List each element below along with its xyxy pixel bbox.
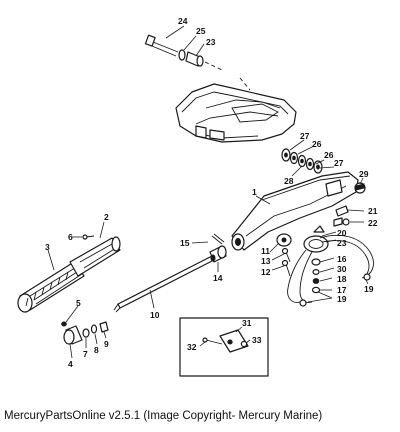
callout-19-a: 19 xyxy=(337,294,347,304)
bracket-11 xyxy=(276,233,292,247)
nut-9 xyxy=(99,321,109,333)
screw-6 xyxy=(82,234,95,240)
callout-2: 2 xyxy=(104,212,109,222)
callout-9: 9 xyxy=(104,339,109,349)
callout-27-b: 27 xyxy=(334,158,344,168)
bolt-12 xyxy=(281,259,291,277)
wiring-harness-19 xyxy=(287,234,374,307)
bracket-housing xyxy=(175,83,297,143)
callout-27-a: 27 xyxy=(300,131,310,141)
callout-14: 14 xyxy=(213,273,223,283)
nut-17 xyxy=(312,278,320,284)
spring-7 xyxy=(82,328,90,338)
callout-3: 3 xyxy=(45,242,50,252)
roll-pin-15 xyxy=(211,233,225,245)
screw-22 xyxy=(333,217,350,227)
screw-21 xyxy=(335,205,349,217)
inset-box xyxy=(179,317,269,377)
bushing-23-top xyxy=(185,51,204,67)
callout-8: 8 xyxy=(94,345,99,355)
gear-14 xyxy=(209,245,227,263)
callout-28: 28 xyxy=(284,176,294,186)
grip-sleeve-2 xyxy=(69,236,121,277)
callout-31: 31 xyxy=(242,318,252,328)
washer-25 xyxy=(178,49,186,61)
callout-33: 33 xyxy=(252,335,262,345)
tiller-handle-exploded-diagram: 24 25 23 27 26 26 27 28 29 1 21 22 2 6 3… xyxy=(17,16,378,377)
screw-29 xyxy=(354,182,366,194)
callout-1: 1 xyxy=(252,187,257,197)
washer-26-a xyxy=(289,151,299,165)
throttle-grip-3 xyxy=(17,261,85,313)
callout-4: 4 xyxy=(68,359,73,369)
washer-26-b xyxy=(305,157,315,171)
callout-25: 25 xyxy=(196,26,206,36)
callout-5: 5 xyxy=(76,298,81,308)
callout-10: 10 xyxy=(150,310,160,320)
callout-11: 11 xyxy=(261,246,270,256)
pin-5 xyxy=(61,321,67,327)
callout-23-switch: 23 xyxy=(337,238,347,248)
screw-13 xyxy=(281,247,291,263)
callout-24: 24 xyxy=(178,16,188,26)
washer-8 xyxy=(90,324,98,334)
washer-28 xyxy=(297,154,307,168)
callout-30: 30 xyxy=(337,264,347,274)
stop-switch-23 xyxy=(303,225,329,253)
callout-26-b: 26 xyxy=(324,150,334,160)
callout-16: 16 xyxy=(337,254,347,264)
callout-18: 18 xyxy=(337,274,347,284)
tiller-arm-1 xyxy=(231,171,359,251)
callout-22: 22 xyxy=(368,218,378,228)
copyright-caption: MercuryPartsOnline v2.5.1 (Image Copyrig… xyxy=(4,410,323,422)
callout-26-a: 26 xyxy=(312,139,322,149)
throttle-shaft-10 xyxy=(113,255,215,313)
callout-21: 21 xyxy=(368,206,378,216)
callout-29: 29 xyxy=(359,169,369,179)
callout-32: 32 xyxy=(187,342,197,352)
callout-12: 12 xyxy=(261,267,271,277)
cap-30 xyxy=(311,286,321,294)
cap-4 xyxy=(63,325,83,345)
callout-13: 13 xyxy=(261,256,271,266)
callout-23-top: 23 xyxy=(206,37,216,47)
callout-7: 7 xyxy=(83,349,88,359)
washer-27-a xyxy=(281,148,291,162)
callout-numbers: 24 25 23 27 26 26 27 28 29 1 21 22 2 6 3… xyxy=(45,16,378,369)
washer-18 xyxy=(312,269,320,276)
nut-16 xyxy=(311,258,321,266)
bolt-24 xyxy=(144,34,179,57)
callout-15: 15 xyxy=(180,238,190,248)
callout-20: 20 xyxy=(337,228,347,238)
callout-17: 17 xyxy=(337,285,347,295)
leader-lines xyxy=(47,25,369,359)
callout-6: 6 xyxy=(68,232,73,242)
callout-19-b: 19 xyxy=(364,284,374,294)
